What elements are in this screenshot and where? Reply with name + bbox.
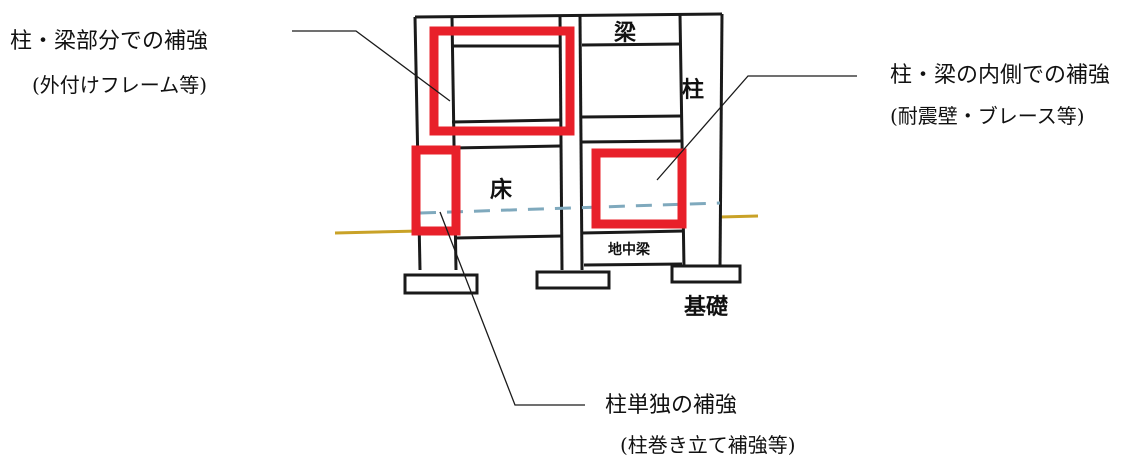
leader-lines [292,30,857,406]
water-level-line [419,201,721,215]
inner-reinforcement-title: 柱・梁の内側での補強 [890,63,1111,88]
column-label: 柱 [682,78,705,103]
building-frame [413,12,724,271]
ground-beam-label: 地中梁 [608,242,650,258]
inner-reinforcement-subtitle: (耐震壁・ブレース等) [890,104,1085,128]
beam-label: 梁 [614,21,637,46]
frame-reinforcement-box [429,26,575,136]
ground-line-left [334,229,421,235]
column-reinforcement-box [411,145,461,236]
ground-line-right [719,214,759,219]
inner-reinforcement-box [591,148,687,229]
frame-reinforcement-subtitle: (外付けフレーム等) [32,73,208,97]
column-reinforcement-title: 柱単独の補強 [605,393,738,418]
foundation-label: 基礎 [684,295,729,320]
floor-label: 床 [490,178,513,203]
frame-reinforcement-title: 柱・梁部分での補強 [10,29,209,54]
column-reinforcement-subtitle: (柱巻き立て補強等) [620,433,796,457]
foundation-blocks [403,264,742,295]
